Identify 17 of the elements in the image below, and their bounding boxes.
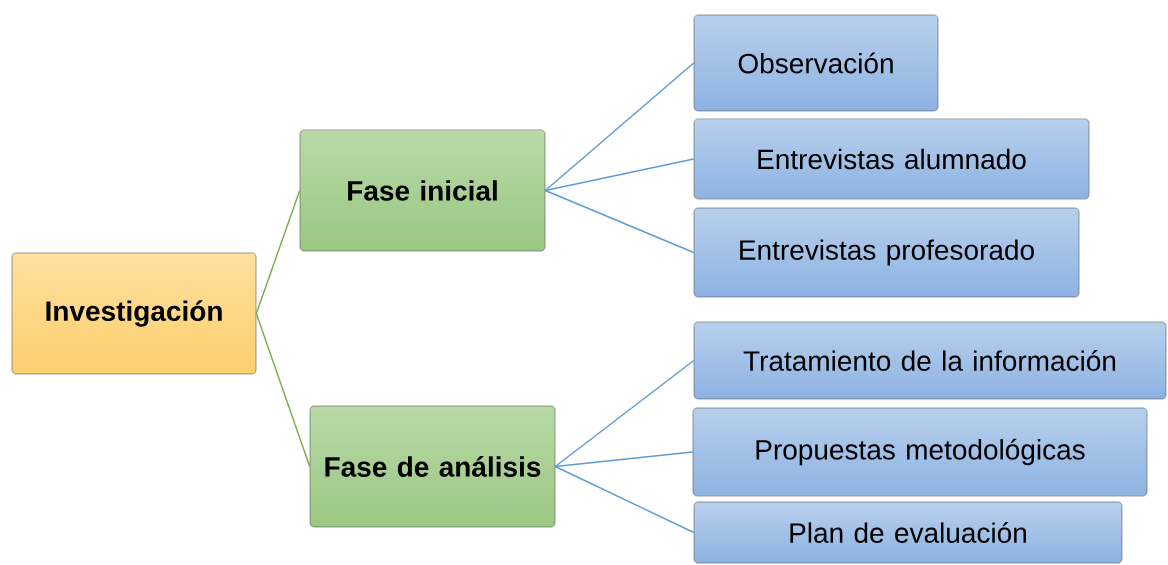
- topic-box: Observación: [693, 14, 939, 112]
- topic-box: Entrevistas profesorado: [693, 207, 1080, 298]
- phase-box: Fase de análisis: [309, 405, 556, 528]
- connector-line: [544, 189, 695, 254]
- connector-line: [544, 62, 695, 192]
- connector-line: [255, 312, 311, 468]
- connector-line: [554, 451, 694, 468]
- topic-box: Propuestas metodológicas: [692, 407, 1148, 497]
- connector-line: [255, 189, 301, 315]
- connector-line: [554, 359, 695, 468]
- phase-box: Fase inicial: [299, 129, 546, 252]
- connector-line: [544, 158, 695, 192]
- topic-box: Entrevistas alumnado: [693, 118, 1090, 200]
- topic-box: Tratamiento de la información: [693, 321, 1167, 400]
- topic-box: Plan de evaluación: [693, 501, 1123, 564]
- connector-line: [554, 465, 695, 534]
- investigation-box: Investigación: [11, 252, 257, 375]
